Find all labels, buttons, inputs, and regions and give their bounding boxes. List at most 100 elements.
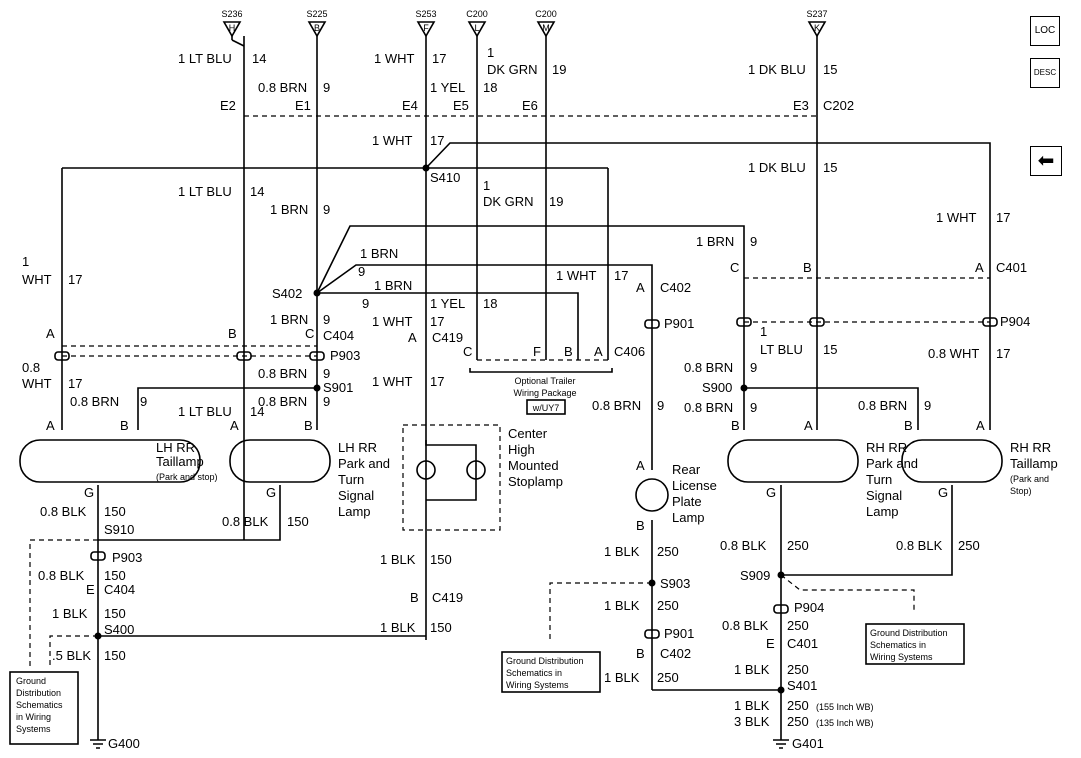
svg-text:K: K [814,23,820,33]
svg-text:P901: P901 [664,316,694,331]
svg-text:1 LT BLU: 1 LT BLU [178,404,232,419]
svg-text:A: A [976,418,985,433]
svg-text:1 BLK: 1 BLK [380,620,416,635]
svg-text:C200: C200 [466,9,488,19]
svg-text:9: 9 [358,264,365,279]
svg-text:w/UY7: w/UY7 [532,403,560,413]
ground-icon [90,739,106,749]
svg-text:Stoplamp: Stoplamp [508,474,563,489]
svg-text:1 BRN: 1 BRN [270,202,308,217]
svg-text:P903: P903 [330,348,360,363]
svg-text:S909: S909 [740,568,770,583]
svg-text:S900: S900 [702,380,732,395]
splices [94,164,785,694]
svg-text:0.8 BLK: 0.8 BLK [722,618,769,633]
svg-text:1 WHT: 1 WHT [372,374,413,389]
source-code: S236 [221,9,242,19]
svg-text:A: A [975,260,984,275]
svg-text:(155 Inch WB): (155 Inch WB) [816,702,874,712]
ground-icon [773,739,789,749]
grounds [90,739,789,749]
svg-text:1: 1 [487,45,494,60]
back-button[interactable]: ⬅ [1030,146,1062,176]
svg-text:C402: C402 [660,280,691,295]
svg-text:14: 14 [250,404,264,419]
chmsl-bulb-1 [416,460,436,480]
rh-park-lamp [727,439,859,483]
svg-text:1 BLK: 1 BLK [380,552,416,567]
svg-text:A: A [594,344,603,359]
svg-text:17: 17 [430,133,444,148]
svg-text:9: 9 [323,366,330,381]
svg-text:150: 150 [104,568,126,583]
svg-text:A: A [230,418,239,433]
svg-text:S225: S225 [306,9,327,19]
svg-text:1 BLK: 1 BLK [604,598,640,613]
svg-text:9: 9 [323,202,330,217]
svg-text:1 BLK: 1 BLK [734,698,770,713]
svg-text:A: A [46,418,55,433]
svg-text:G401: G401 [792,736,824,751]
svg-text:Park and: Park and [866,456,918,471]
svg-text:0.8 BLK: 0.8 BLK [40,504,87,519]
svg-text:150: 150 [104,504,126,519]
svg-text:C202: C202 [823,98,854,113]
svg-text:B: B [228,326,237,341]
svg-text:LH RR: LH RR [338,440,377,455]
svg-text:0.8: 0.8 [22,360,40,375]
svg-text:0.8 BLK: 0.8 BLK [38,568,85,583]
svg-text:F: F [423,23,429,33]
svg-text:Distribution: Distribution [16,688,61,698]
svg-text:250: 250 [787,698,809,713]
svg-text:S401: S401 [787,678,817,693]
svg-text:WHT: WHT [22,376,52,391]
svg-text:150: 150 [287,514,309,529]
svg-text:14: 14 [252,51,266,66]
loc-button[interactable]: LOC [1030,16,1060,46]
svg-text:B: B [564,344,573,359]
svg-text:17: 17 [68,272,82,287]
svg-text:B: B [731,418,740,433]
svg-text:Plate: Plate [672,494,702,509]
svg-text:B: B [120,418,129,433]
svg-text:A: A [46,326,55,341]
svg-text:G400: G400 [108,736,140,751]
svg-text:M: M [542,23,550,33]
svg-text:RH RR: RH RR [1010,440,1051,455]
svg-text:1: 1 [22,254,29,269]
rh-taillamp [901,439,1003,483]
svg-text:14: 14 [250,184,264,199]
ground-boxes: Ground Distribution Schematics in Wiring… [9,623,965,745]
svg-text:1 BRN: 1 BRN [270,312,308,327]
svg-text:Ground Distribution: Ground Distribution [506,656,584,666]
svg-text:E3: E3 [793,98,809,113]
svg-text:DK GRN: DK GRN [487,62,538,77]
svg-text:250: 250 [787,662,809,677]
svg-text:C401: C401 [996,260,1027,275]
svg-text:9: 9 [323,312,330,327]
svg-text:1 WHT: 1 WHT [372,133,413,148]
svg-text:1 LT BLU: 1 LT BLU [178,51,232,66]
svg-text:Wiring Systems: Wiring Systems [506,680,569,690]
svg-text:9: 9 [657,398,664,413]
back-arrow-icon: ⬅ [1037,148,1055,172]
svg-text:0.8 BLK: 0.8 BLK [720,538,767,553]
desc-button[interactable]: DESC [1030,58,1060,88]
svg-text:0.8 BLK: 0.8 BLK [222,514,269,529]
svg-text:1 BLK: 1 BLK [52,606,88,621]
svg-text:0.8 BRN: 0.8 BRN [684,400,733,415]
svg-text:1: 1 [483,178,490,193]
svg-text:150: 150 [430,552,452,567]
svg-text:P904: P904 [794,600,824,615]
svg-text:C419: C419 [432,590,463,605]
svg-text:Schematics in: Schematics in [870,640,926,650]
svg-text:0.8 BRN: 0.8 BRN [70,394,119,409]
svg-text:C401: C401 [787,636,818,651]
svg-text:1 YEL: 1 YEL [430,296,465,311]
svg-text:License: License [672,478,717,493]
trailer-package: Optional Trailer Wiring Package w/UY7 [469,368,613,415]
svg-text:17: 17 [432,51,446,66]
svg-text:Lamp: Lamp [672,510,705,525]
svg-text:B: B [803,260,812,275]
svg-text:C419: C419 [432,330,463,345]
